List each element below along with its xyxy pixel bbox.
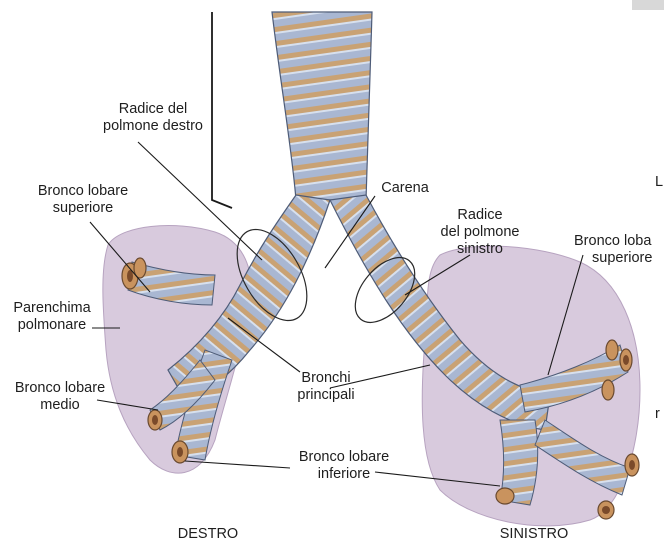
bronchus-opening: [605, 339, 619, 361]
corner-block: [632, 0, 664, 10]
right-middle-lobar: [149, 359, 216, 431]
leader-bronchi-1: [227, 317, 301, 373]
root-outline-left: [354, 257, 416, 323]
leader-bronco-inf-1: [184, 460, 291, 469]
right-upper-lobar: [127, 261, 216, 306]
bronchus-opening: [601, 379, 615, 401]
leader-carena: [324, 195, 376, 269]
label-bronco-lobare-medio: Bronco lobare medio: [14, 380, 106, 413]
bronchus-opening: [495, 487, 515, 505]
leader-bronco-inf-2: [374, 471, 501, 487]
label-parenchima-polmonare: Parenchima polmonare: [13, 300, 91, 333]
left-upper-lobar: [519, 344, 629, 413]
leader-radice-destro: [137, 141, 263, 261]
root-outline-right: [236, 228, 308, 322]
label-bronco-lobare-superiore-sinistro: Bronco loba superiore: [574, 233, 653, 266]
leader-bronco-sup-sx: [547, 254, 584, 376]
label-edge-r: r: [655, 406, 660, 422]
trachea: [271, 11, 373, 201]
label-bronco-lobare-superiore-destro: Bronco lobare superiore: [37, 183, 129, 216]
label-carena: Carena: [381, 180, 429, 196]
label-bronco-lobare-inferiore: Bronco lobare inferiore: [298, 449, 390, 482]
left-lower-lobar-2: [534, 419, 631, 496]
vertical-bracket-line: [211, 12, 233, 209]
leader-bronco-medio: [96, 399, 159, 411]
leader-bronchi-2: [329, 364, 431, 389]
label-radice-polmone-destro: Radice del polmone destro: [103, 101, 203, 134]
leader-bronco-sup-dx: [89, 221, 151, 293]
label-radice-polmone-sinistro: Radice del polmone sinistro: [440, 207, 520, 257]
leader-radice-sinistro: [404, 254, 471, 296]
label-bronchi-principali: Bronchi principali: [297, 370, 355, 403]
label-edge-l: L: [655, 174, 664, 190]
label-sinistro: SINISTRO: [499, 526, 569, 542]
label-destro: DESTRO: [177, 526, 239, 542]
bronchus-opening: [133, 257, 147, 279]
